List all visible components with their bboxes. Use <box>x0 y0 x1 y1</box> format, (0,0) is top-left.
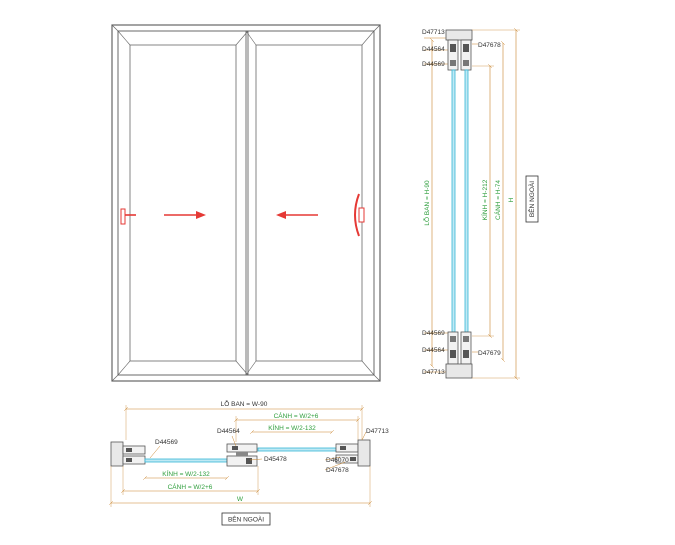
latch-handle-icon <box>120 208 136 225</box>
glass-lower-left <box>144 458 228 463</box>
dim-sash-width-bottom: CÁNH = W/2+6 <box>168 482 213 491</box>
code-center-bottom: D45478 <box>264 456 287 463</box>
glass-upper-right <box>257 447 337 452</box>
arrow-left-icon <box>276 211 318 219</box>
outer-frame <box>111 24 381 382</box>
dim-opening-width: LỖ BAN = W-90 <box>221 399 268 408</box>
svg-text:BÊN NGOÀI: BÊN NGOÀI <box>527 181 536 217</box>
bottom-profile <box>445 331 473 379</box>
horizontal-section: LỖ BAN = W-90 CÁNH = W/2+6 KÍNH = W/2-13… <box>110 399 389 526</box>
code-top-frame: D47713 <box>422 29 445 36</box>
code-right-frame: D47713 <box>366 428 389 435</box>
center-interlock-profile <box>226 443 258 467</box>
dim-sash-width-top: CÁNH = W/2+6 <box>274 411 319 420</box>
top-profile <box>445 29 473 71</box>
code-left-sash: D44569 <box>155 439 178 446</box>
svg-text:BÊN NGOÀI: BÊN NGOÀI <box>228 515 264 524</box>
pull-handle-icon <box>354 193 365 237</box>
code-bottom-frame: D47713 <box>422 369 445 376</box>
dim-glass-height: KÍNH = H-212 <box>480 179 489 220</box>
code-center-top: D44564 <box>217 428 240 435</box>
code-top-sash-b: D44569 <box>422 61 445 68</box>
code-bottom-right: D47679 <box>478 350 501 357</box>
right-jamb-profile <box>335 439 371 467</box>
code-top-sash-a: D44564 <box>422 46 445 53</box>
outside-side-label-bottom: BÊN NGOÀI <box>221 512 271 526</box>
outside-side-label: BÊN NGOÀI <box>525 175 539 223</box>
right-sash <box>245 30 375 376</box>
dim-total-height: H <box>508 197 515 202</box>
code-right-bottom: D47678 <box>326 467 349 474</box>
dim-glass-width-bottom: KÍNH = W/2-132 <box>162 469 210 478</box>
dim-glass-width-top: KÍNH = W/2-132 <box>268 423 316 432</box>
door-elevation <box>111 24 381 382</box>
arrow-right-icon <box>164 211 206 219</box>
code-bottom-sash-b: D44564 <box>422 347 445 354</box>
glass-panes <box>451 69 469 333</box>
vertical-section: D47713 D44564 D44569 D47678 D44569 D4456… <box>422 29 539 379</box>
code-top-right: D47678 <box>478 42 501 49</box>
code-right-mid: D46070 <box>326 457 349 464</box>
dim-sash-height: CÁNH = H-74 <box>493 180 502 220</box>
dim-total-width: W <box>237 496 244 503</box>
dim-opening-height: LỖ BAN = H-90 <box>422 180 431 226</box>
left-sash <box>117 30 249 376</box>
code-bottom-sash-a: D44569 <box>422 330 445 337</box>
left-jamb-profile <box>110 441 146 467</box>
